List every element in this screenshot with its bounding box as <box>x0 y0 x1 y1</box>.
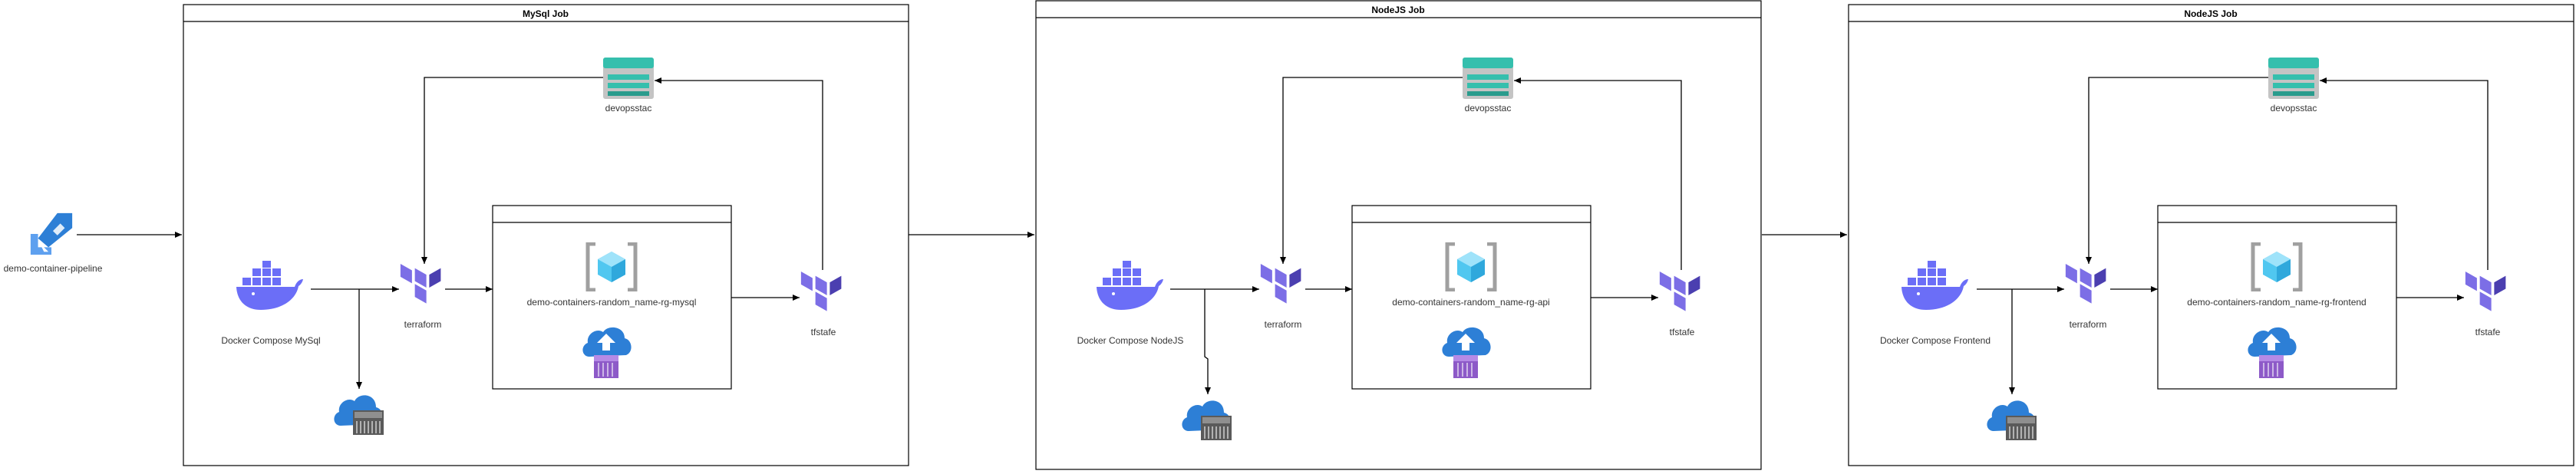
tfstate-label: tfstafe <box>1670 327 1695 337</box>
resource-group-label: demo-containers-random_name-rg-api <box>1392 297 1549 308</box>
tfstate-label: tfstafe <box>811 327 836 337</box>
job-title: NodeJS Job <box>2184 8 2237 19</box>
resource-group-icon <box>2253 244 2301 290</box>
container-registry-icon <box>333 394 384 436</box>
tfstate-label: tfstafe <box>2475 327 2501 337</box>
terraform-label: terraform <box>404 319 442 330</box>
container-instance-icon <box>1441 327 1492 379</box>
job-mysql: MySql Job devopsstac Docker Compose MySq… <box>183 4 909 466</box>
docker-label: Docker Compose MySql <box>221 335 320 346</box>
job-frame <box>1848 4 2574 466</box>
docker-icon <box>236 261 303 310</box>
job-frame <box>1035 0 1762 470</box>
container-instance-icon <box>582 327 632 379</box>
job-nodejs-frontend: NodeJS Job devopsstac Docker Compose Fro… <box>1848 4 2574 466</box>
edge-docker-to-registry <box>1204 289 1211 394</box>
container-registry-icon <box>1181 400 1232 441</box>
edge-tfstate-to-storage <box>1514 77 1682 270</box>
storage-label: devopsstac <box>605 103 652 114</box>
container-instance-icon <box>2247 327 2297 379</box>
edge-storage-to-terraform <box>421 77 603 264</box>
edge-storage-to-terraform <box>2086 77 2268 264</box>
storage-label: devopsstac <box>2271 103 2317 114</box>
edge-tfstate-to-storage <box>2320 77 2489 270</box>
edge-storage-to-terraform <box>1280 77 1463 264</box>
storage-label: devopsstac <box>1465 103 1512 114</box>
tfstate-terraform-icon <box>2465 272 2506 311</box>
storage-account-icon <box>603 58 654 99</box>
docker-icon <box>1097 261 1163 310</box>
edge-tfstate-to-storage <box>655 77 823 270</box>
storage-account-icon <box>2268 58 2319 99</box>
job-nodejs-api: NodeJS Job devopsstac Docker Compose Nod… <box>1035 0 1762 470</box>
docker-icon <box>1901 261 1968 310</box>
docker-label: Docker Compose Frontend <box>1880 335 1991 346</box>
job-title: MySql Job <box>523 8 569 19</box>
job-frame <box>183 4 909 466</box>
pipeline-label: demo-container-pipeline <box>4 263 103 274</box>
container-registry-icon <box>1986 400 2037 441</box>
resource-group-label: demo-containers-random_name-rg-mysql <box>527 297 697 308</box>
docker-label: Docker Compose NodeJS <box>1077 335 1184 346</box>
terraform-icon <box>2065 264 2106 304</box>
terraform-icon <box>400 264 441 304</box>
storage-account-icon <box>1463 58 1513 99</box>
resource-group-icon <box>1447 244 1495 290</box>
resource-group-label: demo-containers-random_name-rg-frontend <box>2187 297 2366 308</box>
terraform-label: terraform <box>1265 319 1302 330</box>
azure-pipelines-icon <box>30 212 73 255</box>
resource-group-icon <box>588 244 635 290</box>
job-title: NodeJS Job <box>1371 5 1424 15</box>
tfstate-terraform-icon <box>800 272 842 311</box>
terraform-icon <box>1260 264 1301 304</box>
terraform-label: terraform <box>2070 319 2107 330</box>
tfstate-terraform-icon <box>1659 272 1700 311</box>
